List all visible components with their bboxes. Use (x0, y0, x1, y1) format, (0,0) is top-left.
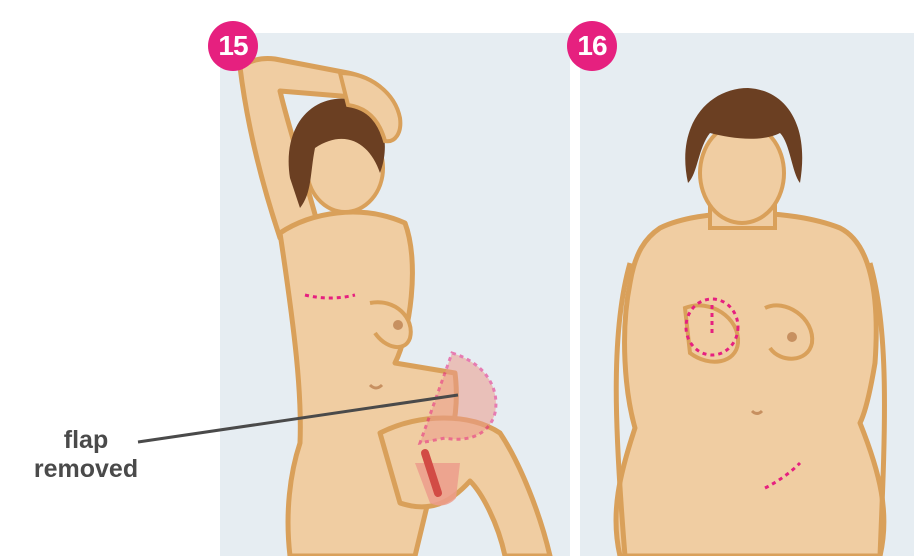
illustration-flap-harvest (220, 33, 570, 556)
panel-step-16 (580, 33, 914, 556)
nipple (787, 332, 797, 342)
step-badge-16: 16 (567, 21, 617, 71)
torso (616, 213, 884, 556)
callout-line-2: removed (6, 455, 166, 484)
illustration-reconstruction (580, 33, 914, 556)
callout-flap-removed: flap removed (6, 426, 166, 484)
nipple (393, 320, 403, 330)
callout-line-1: flap (6, 426, 166, 455)
panel-step-15 (220, 33, 570, 556)
step-badge-15: 15 (208, 21, 258, 71)
